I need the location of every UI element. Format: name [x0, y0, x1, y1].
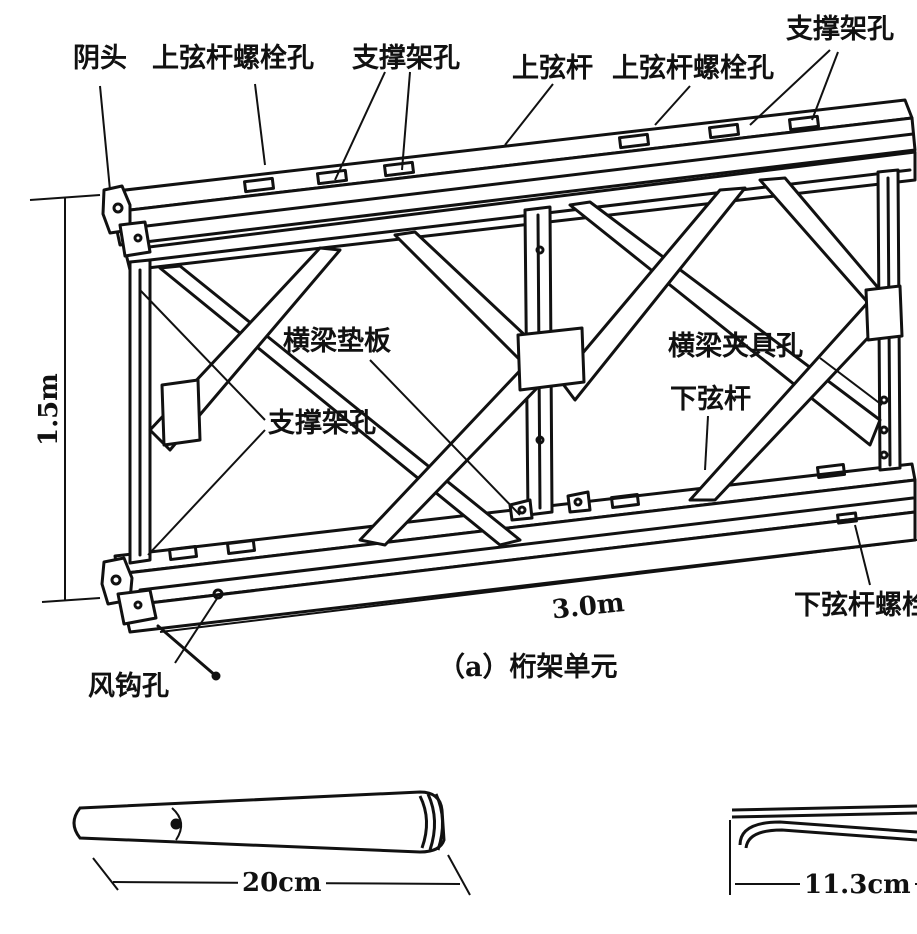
- diagonal-braces: [148, 176, 882, 547]
- label-top-chord-bolt-hole-right: 上弦杆螺栓孔: [612, 53, 774, 84]
- bottom-chord-end-block: [100, 556, 224, 626]
- dim-height: 1.5m: [34, 369, 64, 450]
- label-bottom-chord: 下弦杆: [670, 384, 751, 415]
- transom-clamp-holes: [879, 395, 889, 460]
- label-female-head: 阴头: [73, 43, 127, 74]
- label-transom-clamp-hole: 横梁夹具孔: [668, 331, 803, 362]
- top-chord: [106, 98, 917, 272]
- wind-hook-rod: [156, 624, 218, 678]
- label-transom-pad: 横梁垫板: [283, 326, 391, 357]
- label-bottom-chord-bolt: 下弦杆螺栓: [794, 590, 917, 621]
- female-head-block: [101, 184, 152, 258]
- label-top-chord-bolt-hole-left: 上弦杆螺栓孔: [152, 43, 314, 74]
- dim-length: 3.0m: [546, 588, 630, 625]
- leader-lines: [99, 49, 883, 664]
- center-bottom-fixture: [508, 490, 592, 522]
- label-brace-hole-left: 支撑架孔: [268, 408, 376, 439]
- bottom-chord-slots: [167, 462, 858, 562]
- label-brace-hole-top-right: 支撑架孔: [786, 14, 894, 45]
- label-brace-hole-top-left: 支撑架孔: [352, 43, 460, 74]
- gusset-plates: [160, 284, 904, 447]
- left-post: [128, 258, 152, 565]
- dim-pin-length: 20cm: [238, 870, 326, 896]
- label-top-chord: 上弦杆: [512, 53, 593, 84]
- safety-clip: [731, 804, 917, 849]
- panel-pin: [72, 790, 446, 854]
- dim-clip-length: 11.3cm: [800, 872, 915, 898]
- label-wind-hook-hole: 风钩孔: [88, 671, 169, 702]
- caption-truss-unit: （a）桁架单元: [438, 652, 618, 683]
- top-chord-slots: [242, 114, 821, 194]
